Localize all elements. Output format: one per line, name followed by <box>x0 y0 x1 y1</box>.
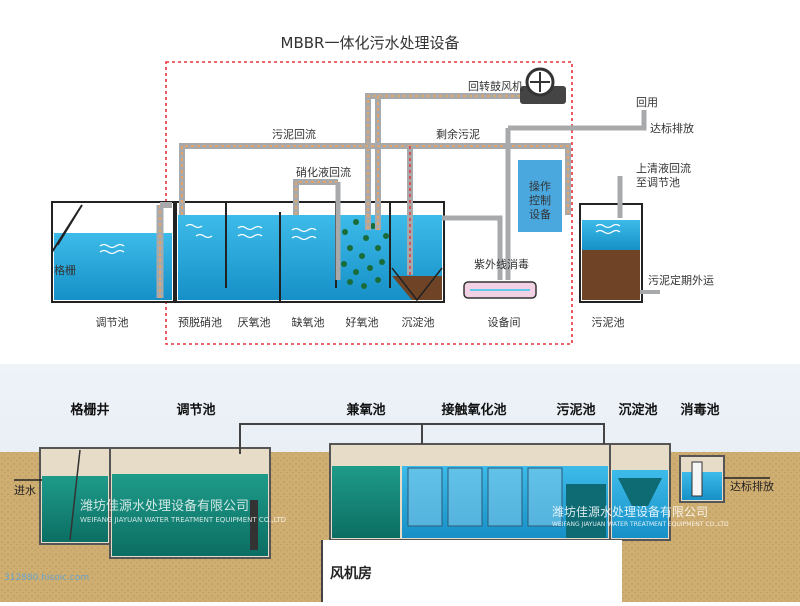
control-label-2: 控制 <box>529 193 551 207</box>
stage-disinfection: 消毒池 <box>680 402 719 418</box>
label-reuse: 回用 <box>636 96 658 109</box>
grille-screen <box>51 204 83 253</box>
pipes <box>156 93 660 298</box>
label-blower: 回转鼓风机 <box>468 79 523 93</box>
stage-grille-well: 格栅井 <box>70 402 109 418</box>
tank-label-device-room: 设备间 <box>488 315 521 329</box>
label-supernatant-1: 上清液回流 <box>636 161 691 175</box>
stage-facultative: 兼氧池 <box>346 402 385 418</box>
watermark-right-en: WEIFANG JIAYUAN WATER TREATMENT EQUIPMEN… <box>552 521 729 528</box>
regulating-tank <box>109 447 271 559</box>
label-sludge-return: 污泥回流 <box>272 127 316 141</box>
fan-room-label: 风机房 <box>330 565 372 582</box>
watermark-right: 潍坊佳源水处理设备有限公司 <box>552 504 708 519</box>
tank-label-sludge: 污泥池 <box>592 316 625 329</box>
watermark-left: 潍坊佳源水处理设备有限公司 <box>80 498 249 514</box>
disinfection-tank <box>679 455 725 503</box>
tank-label-anaerobic: 厌氧池 <box>238 315 271 329</box>
label-supernatant-2: 至调节池 <box>636 176 680 189</box>
control-cabinet <box>518 160 562 232</box>
grille-well-tank <box>39 447 111 545</box>
tank-label-predenitrification: 预脱硝池 <box>178 315 222 329</box>
rotary-blower <box>520 67 566 104</box>
watermark-left-en: WEIFANG JIAYUAN WATER TREATMENT EQUIPMEN… <box>80 516 286 524</box>
control-label-3: 设备 <box>529 207 551 221</box>
tank-label-settling: 沉淀池 <box>402 315 435 329</box>
label-sludge-transport: 污泥定期外运 <box>648 273 714 287</box>
equipment-boundary <box>165 61 573 345</box>
fan-room-box <box>322 540 622 602</box>
outlet-label: 达标排放 <box>730 479 774 493</box>
stage-sludge: 污泥池 <box>556 402 595 418</box>
control-label-1: 操作 <box>529 179 551 193</box>
diagram-title: MBBR一体化污水处理设备 <box>281 34 460 52</box>
label-nitrification-return: 硝化液回流 <box>296 165 351 179</box>
main-process-tank <box>329 443 611 541</box>
tank-label-anoxic: 缺氧池 <box>292 315 325 329</box>
aeration-bubbles <box>341 219 389 289</box>
water-waves <box>99 223 621 255</box>
label-uv: 紫外线消毒 <box>474 257 529 271</box>
settling-tank <box>609 443 671 541</box>
site-mark: 312880.hisoic.com <box>4 573 89 583</box>
stage-regulating: 调节池 <box>176 402 215 418</box>
tank-label-aerobic: 好氧池 <box>346 315 379 329</box>
label-grille: 格栅 <box>54 263 76 277</box>
stage-settling: 沉淀池 <box>618 402 657 418</box>
inlet-label: 进水 <box>14 484 36 497</box>
stage-contact-oxidation: 接触氧化池 <box>441 402 506 418</box>
tank-label-regulating: 调节池 <box>96 316 129 329</box>
label-standard-discharge: 达标排放 <box>650 121 694 135</box>
label-excess-sludge: 剩余污泥 <box>436 127 480 141</box>
